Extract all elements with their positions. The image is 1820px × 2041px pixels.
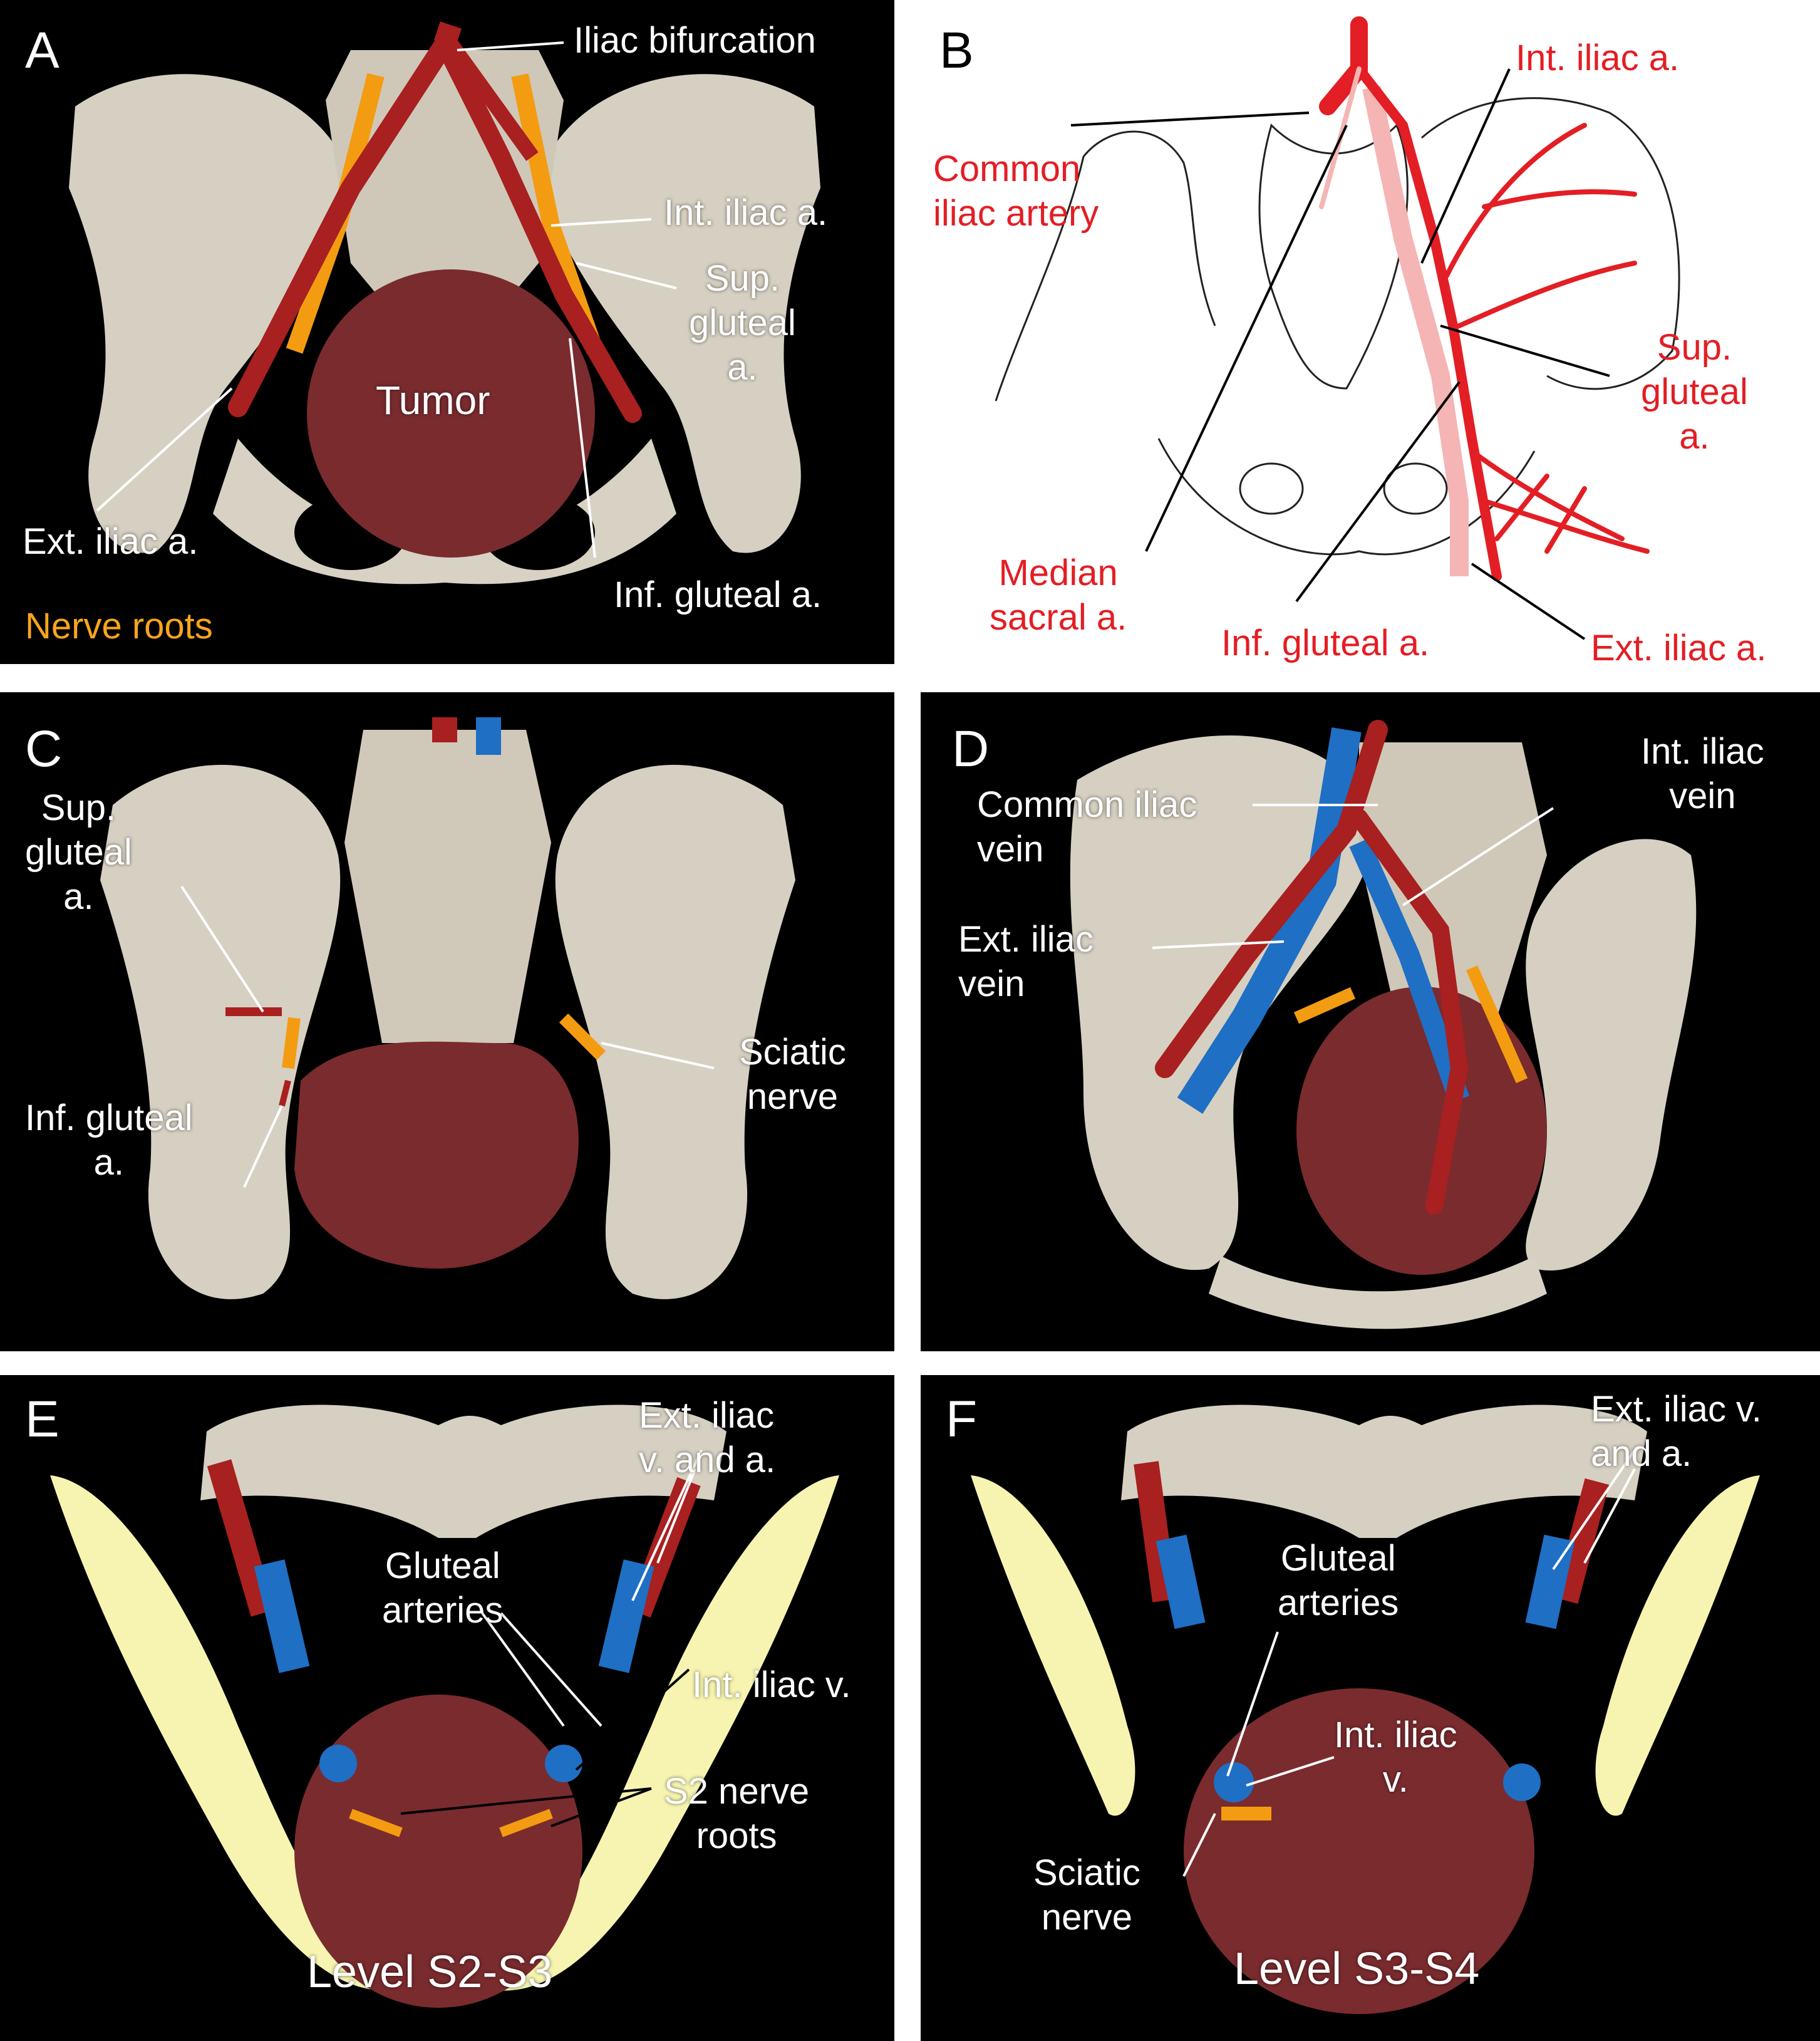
label-level-s3-s4: Level S3-S4 [1234,1944,1480,1994]
tumor-mass [307,269,595,558]
right-cut-bone-e [489,1475,839,1991]
label-int-iliac-v-f: Int. iliac v. [1334,1715,1457,1800]
label-gluteal-arteries-f: Gluteal arteries [1278,1538,1399,1623]
tumor-mass-d [1296,987,1547,1275]
label-int-iliac-a-b: Int. iliac a. [1516,38,1680,78]
label-ext-iliac-a: Ext. iliac a. [23,521,199,562]
internal-iliac-drawing [1354,64,1502,581]
right-ext-iliac-artery-f [1553,1478,1610,1604]
label-tumor: Tumor [376,378,490,423]
left-int-iliac-vein-e [319,1745,357,1782]
panel-c-illustration [100,717,795,1299]
right-ext-iliac-vein-e [598,1559,654,1673]
left-cut-bone-f [971,1475,1135,1816]
label-inf-gluteal-a-b: Inf. gluteal a. [1221,623,1430,663]
gluteal-branches-lower [1469,449,1650,554]
label-sciatic-nerve-f: Sciatic nerve [1033,1852,1140,1938]
sacrum-c [344,730,551,1043]
right-ext-iliac-vein-f [1525,1534,1575,1629]
upper-bone-e [200,1405,726,1538]
outline-sacrum [1258,123,1409,390]
sciatic-nerve-right-c [559,1013,606,1061]
common-iliac-artery-d [1155,720,1388,1078]
nerves-d [1293,965,1528,1084]
label-ext-iliac-vein: Ext. iliac vein [958,919,1094,1004]
tumor-mass-c [294,1041,579,1269]
panel-e-letter: E [25,1391,59,1448]
right-internal-iliac [435,34,642,423]
outline-left-wing [995,130,1216,402]
tumor-mass-e [294,1695,582,2008]
label-common-iliac-artery: Common iliac artery [933,148,1099,234]
right-iliac-wing [545,74,820,553]
outline-right-obturator [1383,462,1448,515]
left-cut-bone-e [50,1475,401,1991]
outline-right-wing [1421,97,1680,390]
outline-pubis [1157,438,1536,556]
sciatic-nerve-left-c [282,1017,301,1069]
label-iliac-bifurcation: Iliac bifurcation [574,20,816,61]
panel-a-letter: A [25,22,59,79]
right-iliac-wing-d [1526,839,1697,1271]
panel-e: E Ext. iliac v. and a. Gluteal arteries … [0,1375,894,2041]
upper-bone-f [1121,1405,1647,1538]
label-sup-gluteal-a-b: Sup. gluteal a. [1641,327,1748,457]
left-ext-iliac-vein-e [254,1559,310,1673]
label-ext-iliac-v-and-a-f: Ext. iliac v. and a. [1591,1389,1762,1474]
label-common-iliac-vein: Common iliac vein [977,784,1197,870]
label-gluteal-arteries-e: Gluteal arteries [382,1545,504,1631]
left-ext-iliac-artery-f [1134,1461,1177,1602]
right-cut-bone-f [1595,1475,1760,1816]
label-sup-gluteal-a: Sup. gluteal a. [689,258,796,388]
int-iliac-artery-d [1350,809,1469,1215]
panel-b: B Common iliac artery Int. iliac a. Sup.… [921,0,1820,664]
pubic-ring-d [1209,1256,1547,1329]
panel-e-illustration [50,1405,839,2008]
panel-d-letter: D [952,720,990,777]
label-inf-gluteal-a: Inf. gluteal a. [614,574,822,615]
panel-b-illustration [995,16,1680,640]
label-s2-nerve-roots-e: S2 nerve roots [664,1771,810,1856]
panel-d-illustration [1070,720,1697,1329]
panel-c: C Sup. gluteal a. Inf. gluteal a. Sciati… [0,692,894,1351]
left-external-iliac [228,34,455,417]
panel-f-illustration [971,1405,1760,2014]
outline-left-obturator [1239,462,1304,515]
inf-gluteal-artery-c [279,1079,291,1107]
label-ext-iliac-a-b: Ext. iliac a. [1591,628,1767,664]
gluteal-branches-upper [1444,123,1637,328]
panel-b-letter: B [939,22,974,79]
int-iliac-vein-d [1349,838,1470,1103]
s2-roots-e [349,1809,553,1837]
label-sup-gluteal-a-c: Sup. gluteal a. [25,787,132,917]
right-iliac-wing-c [555,764,795,1299]
left-ext-iliac-artery-e [207,1459,276,1617]
right-external-iliac [445,39,539,162]
left-int-iliac-vein-f [1214,1762,1254,1802]
panel-f-letter: F [946,1391,978,1448]
label-level-s2-s3: Level S2-S3 [307,1947,553,1997]
left-iliac-wing [69,74,344,553]
vena-cava-stub [476,717,501,755]
panel-a-illustration [69,21,820,584]
label-sciatic-nerve-c: Sciatic nerve [739,1032,846,1117]
label-int-iliac-vein: Int. iliac vein [1641,731,1764,816]
panel-d: D Common iliac vein Int. iliac vein Ext.… [921,692,1820,1351]
label-int-iliac-v-e: Int. iliac v. [692,1664,851,1705]
tumor-mass-f [1184,1688,1534,2014]
label-inf-gluteal-a-c: Inf. gluteal a. [25,1098,193,1183]
label-ext-iliac-v-and-a-e: Ext. iliac v. and a. [639,1395,776,1480]
aorta-stub [432,717,457,742]
right-int-iliac-vein-e [545,1745,582,1782]
left-iliac-wing-c [100,764,341,1299]
left-ext-iliac-vein-f [1156,1534,1206,1629]
label-int-iliac-a: Int. iliac a. [664,192,828,233]
panel-f: F Ext. iliac v. and a. Gluteal arteries … [921,1375,1820,2041]
label-nerve-roots: Nerve roots [25,606,213,647]
panel-a: A Iliac bifurcation Int. iliac a. Sup. g… [0,0,894,664]
right-int-iliac-vein-f [1503,1763,1541,1801]
panel-c-letter: C [25,720,63,777]
label-median-sacral-a: Median sacral a. [990,553,1127,638]
pale-artery-path [1362,85,1469,576]
